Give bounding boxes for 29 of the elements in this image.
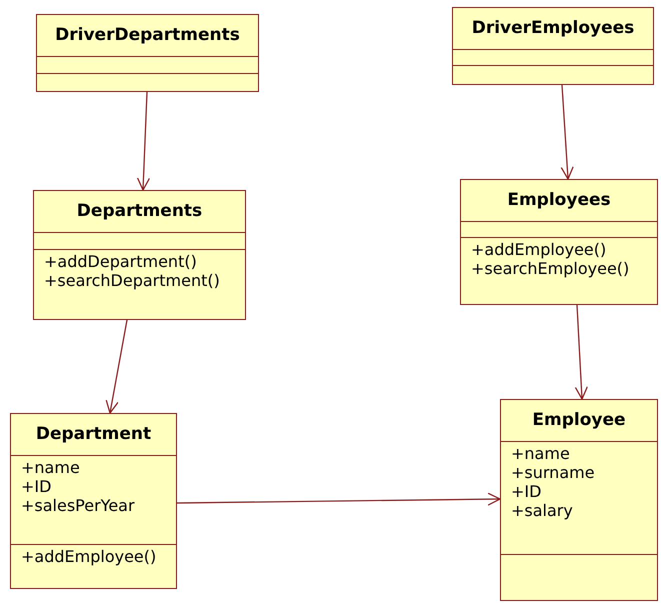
class-name: DriverEmployees xyxy=(472,16,634,40)
member-text: +searchEmployee() xyxy=(471,259,630,278)
member-text: +name xyxy=(511,444,571,463)
class-box xyxy=(10,413,177,589)
member-text: +salesPerYear xyxy=(21,496,136,515)
member-text: +name xyxy=(21,458,81,477)
association-arrow xyxy=(136,92,150,191)
class-box xyxy=(460,179,658,305)
class-name: Department xyxy=(36,422,152,446)
member-text: +surname xyxy=(511,463,596,482)
member-text: +ID xyxy=(511,482,542,501)
member-text: +addDepartment() xyxy=(44,252,198,271)
association-arrow xyxy=(560,84,574,180)
member-text: +addEmployee() xyxy=(471,240,608,259)
class-box xyxy=(452,7,654,85)
class-name: Employee xyxy=(532,408,626,432)
member-text: +searchDepartment() xyxy=(44,271,221,290)
class-name: Departments xyxy=(76,200,202,223)
association-arrow xyxy=(106,320,128,414)
member-text: +ID xyxy=(21,477,52,496)
class-name: DriverDepartments xyxy=(55,24,240,47)
member-text: +addEmployee() xyxy=(21,547,158,566)
class-box xyxy=(500,399,658,601)
association-arrow xyxy=(177,492,501,506)
member-text: +salary xyxy=(511,501,574,520)
class-box xyxy=(33,190,246,320)
class-box xyxy=(36,14,259,92)
association-arrow xyxy=(574,304,588,400)
class-name: Employees xyxy=(507,188,611,212)
